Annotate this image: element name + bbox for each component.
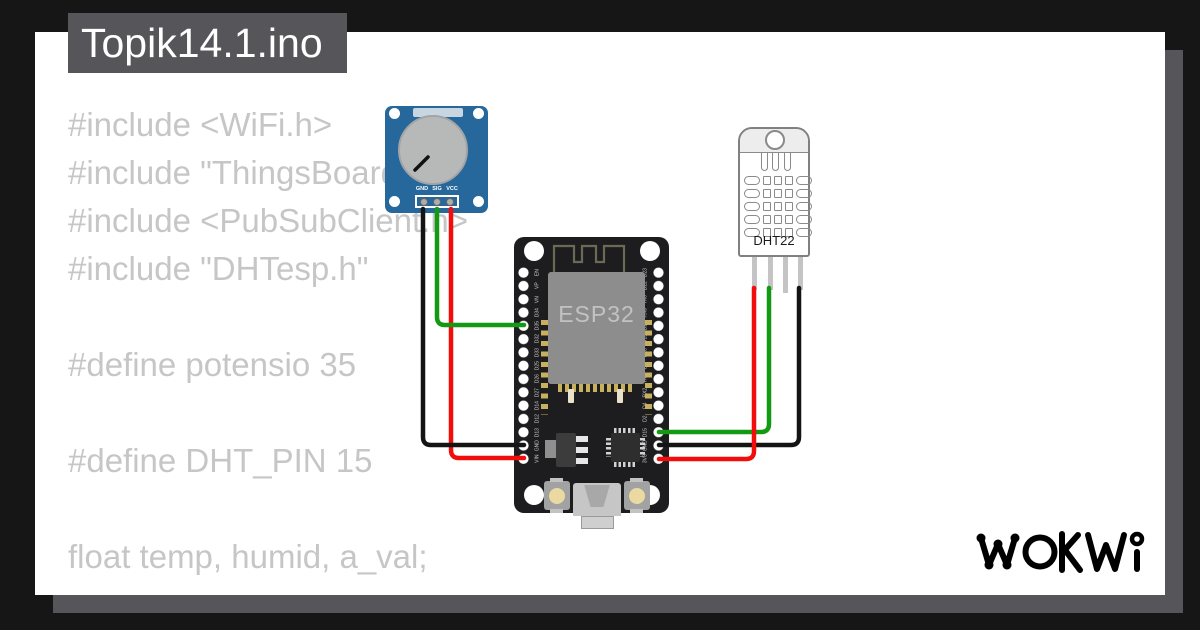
- pot-pin-label: VCC: [446, 186, 458, 192]
- usb-uart-chip: [611, 433, 640, 462]
- mounting-hole: [472, 195, 484, 207]
- esp32-wifi-module: ESP32: [548, 272, 645, 384]
- dht22-leg: [767, 257, 773, 290]
- chip-pins: [640, 438, 645, 457]
- dht22-vent-row: [742, 228, 814, 237]
- logo-letter-o: [1022, 534, 1058, 570]
- mounting-hole: [640, 241, 660, 261]
- usb-connector: [573, 483, 621, 516]
- dht22-sensor[interactable]: DHT22: [738, 127, 812, 293]
- dht22-vent-row: [742, 189, 814, 198]
- button-cap[interactable]: [629, 487, 645, 504]
- wire-pot-vcc-to-vin[interactable]: [448, 206, 527, 461]
- dht22-mounting-hole: [765, 130, 785, 150]
- dht22-vent-row: [742, 215, 814, 224]
- module-pins: [541, 320, 548, 415]
- pot-pin-label: GND: [415, 186, 429, 192]
- chip-pins: [614, 428, 637, 433]
- potentiometer-knob[interactable]: [398, 115, 468, 185]
- button-tab: [550, 509, 563, 513]
- esp32-right-pin-holes[interactable]: [653, 266, 664, 465]
- code-line: #define DHT_PIN 15: [68, 442, 373, 479]
- module-pins: [645, 320, 652, 415]
- dht22-vent-row: [742, 176, 814, 185]
- voltage-regulator: [556, 433, 576, 467]
- dht22-leg: [782, 257, 788, 293]
- capacitor: [568, 389, 574, 403]
- code-line: float temp, humid, a_val;: [68, 538, 428, 575]
- wire-pot-gnd-to-gnd[interactable]: [420, 206, 527, 448]
- dht22-vent-row: [742, 202, 814, 211]
- logo-letter-k: [1059, 531, 1083, 573]
- mounting-hole: [472, 107, 484, 119]
- code-line: #include <WiFi.h>: [68, 106, 333, 143]
- dht22-vent-slot: [761, 152, 768, 171]
- usb-connector-plug: [581, 516, 614, 529]
- mounting-hole: [388, 107, 400, 119]
- wire-dht-gnd-to-gnd[interactable]: [656, 285, 802, 448]
- code-line: #include "DHTesp.h": [68, 250, 369, 287]
- code-line: #define potensio 35: [68, 346, 357, 383]
- button-tab: [630, 509, 643, 513]
- module-pins: [558, 384, 635, 392]
- pot-pin-gnd[interactable]: [419, 197, 428, 206]
- dht22-vent-slot: [772, 152, 779, 171]
- capacitor: [617, 389, 623, 403]
- wokwi-logo[interactable]: [973, 525, 1149, 575]
- button-cap[interactable]: [549, 487, 565, 504]
- wire-dht-data-to-d15[interactable]: [656, 285, 772, 435]
- sketch-filename: Topik14.1.ino: [68, 13, 347, 73]
- potentiometer-body-edge: [413, 108, 463, 117]
- logo-letter-w2: [1085, 532, 1127, 572]
- push-button-en[interactable]: [544, 478, 570, 513]
- dht22-body[interactable]: DHT22: [738, 127, 812, 257]
- regulator-leg: [576, 447, 588, 453]
- push-button-boot[interactable]: [624, 478, 650, 513]
- voltage-regulator-tab: [545, 440, 557, 458]
- wire-dht-vcc-to-3v3[interactable]: [656, 285, 757, 462]
- dht22-leg: [797, 257, 803, 290]
- antenna-trace-icon: [552, 244, 626, 272]
- button-tab: [630, 478, 643, 482]
- wire-pot-sig-to-d35[interactable]: [434, 206, 527, 328]
- esp32-module-label: ESP32: [558, 301, 635, 327]
- chip-pins: [614, 462, 637, 467]
- dht22-leg: [751, 257, 757, 290]
- dht22-label: DHT22: [753, 233, 795, 248]
- pot-pin-vcc[interactable]: [446, 197, 455, 206]
- dht22-vent-slot: [784, 152, 791, 171]
- pot-pin-sig[interactable]: [432, 197, 441, 206]
- logo-letter-i-dot: [1129, 531, 1145, 547]
- logo-circuit-dots: [976, 533, 1020, 570]
- mounting-hole: [388, 195, 400, 207]
- regulator-leg: [576, 458, 588, 464]
- usb-connector-face: [584, 485, 610, 507]
- regulator-leg: [576, 436, 588, 442]
- esp32-left-pin-holes[interactable]: [518, 266, 529, 465]
- pot-pin-label: SIG: [432, 186, 442, 192]
- mounting-hole: [524, 485, 544, 505]
- mounting-hole: [524, 241, 544, 261]
- knob-indicator-icon: [413, 155, 430, 172]
- button-tab: [550, 478, 563, 482]
- chip-pins: [606, 438, 611, 457]
